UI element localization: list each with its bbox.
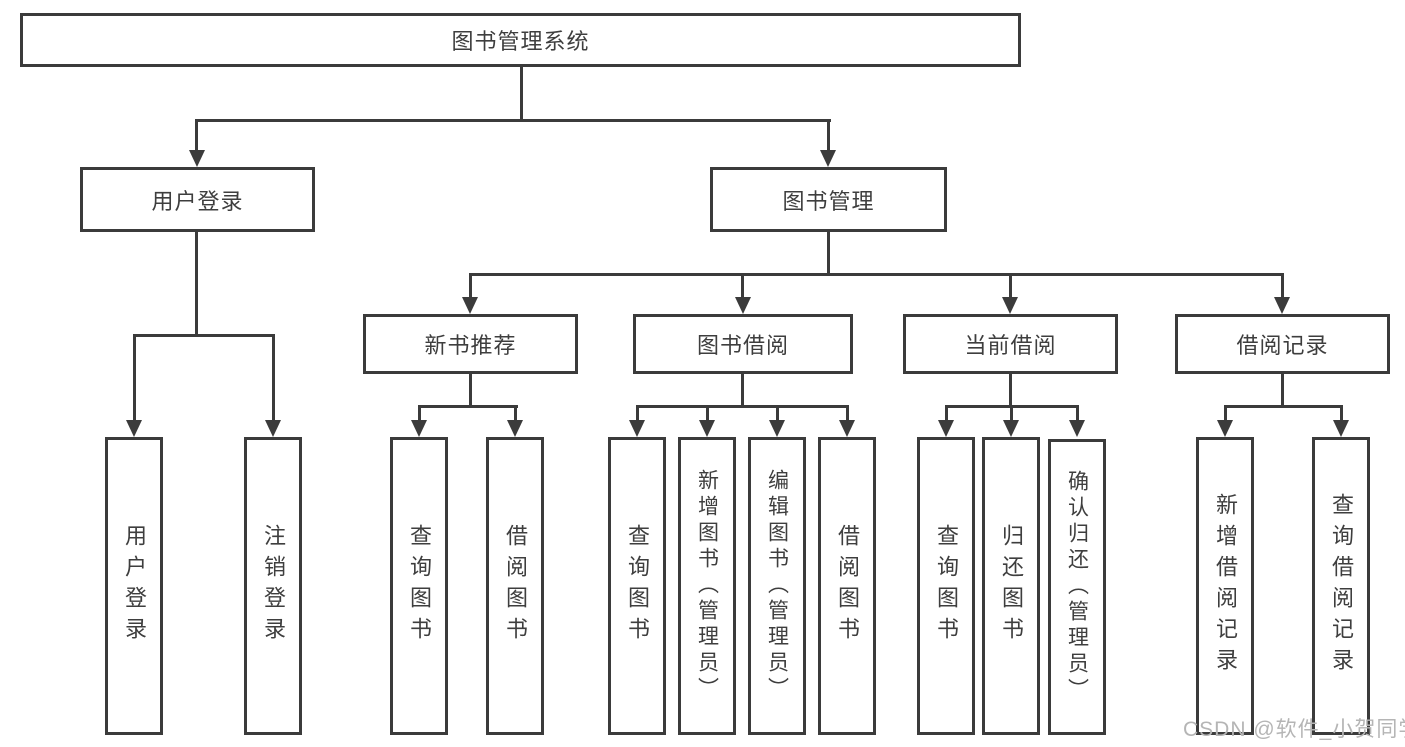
arrowhead-icon [1069,420,1085,437]
arrowhead-icon [699,420,715,437]
connector-line [133,334,275,337]
node-borrow-records: 借阅记录 [1175,314,1390,374]
connector-line [514,405,517,422]
leaf-logout: 注销登录 [244,437,302,735]
arrowhead-icon [126,420,142,437]
connector-line [272,334,275,422]
arrowhead-icon [1002,297,1018,314]
connector-line [133,334,136,422]
leaf-current-confirm-return-label: 确认归还（管理员） [1065,470,1089,704]
connector-line [418,405,518,408]
connector-line [469,273,1284,276]
connector-line [945,405,948,422]
connector-line [741,273,744,299]
connector-line [1010,405,1013,422]
node-user-login-label: 用户登录 [151,188,244,214]
connector-line [846,405,849,422]
leaf-recommend-query-books: 查询图书 [390,437,448,735]
arrowhead-icon [265,420,281,437]
connector-line [1224,405,1343,408]
leaf-current-return-books: 归还图书 [982,437,1040,735]
connector-line [1009,374,1012,408]
connector-line [636,405,849,408]
leaf-current-query-books: 查询图书 [917,437,975,735]
arrowhead-icon [769,420,785,437]
connector-line [520,66,523,121]
connector-line [1076,405,1079,422]
leaf-borrow-borrow-books-label: 借阅图书 [835,524,860,648]
leaf-records-add-record: 新增借阅记录 [1196,437,1254,735]
node-current-borrow-label: 当前借阅 [964,333,1057,358]
leaf-records-query-record: 查询借阅记录 [1312,437,1370,735]
connector-line [706,405,709,422]
arrowhead-icon [1003,420,1019,437]
leaf-logout-label: 注销登录 [261,524,286,648]
leaf-current-return-books-label: 归还图书 [999,524,1024,648]
node-book-borrow: 图书借阅 [633,314,853,374]
leaf-records-query-record-label: 查询借阅记录 [1329,493,1354,679]
arrowhead-icon [820,150,836,167]
connector-line [195,119,831,122]
arrowhead-icon [629,420,645,437]
connector-line [636,405,639,422]
arrowhead-icon [1333,420,1349,437]
connector-line [1281,273,1284,299]
leaf-recommend-borrow-books-label: 借阅图书 [503,524,528,648]
node-book-borrow-label: 图书借阅 [696,333,789,358]
arrowhead-icon [735,297,751,314]
leaf-borrow-edit-books: 编辑图书（管理员） [748,437,806,735]
arrowhead-icon [1217,420,1233,437]
node-book-management-label: 图书管理 [782,188,875,214]
node-user-login: 用户登录 [80,167,315,232]
arrowhead-icon [411,420,427,437]
node-borrow-records-label: 借阅记录 [1236,333,1329,358]
leaf-records-add-record-label: 新增借阅记录 [1213,493,1238,679]
leaf-borrow-add-books-label: 新增图书（管理员） [695,469,719,703]
node-current-borrow: 当前借阅 [903,314,1118,374]
connector-line [1281,374,1284,408]
node-root-label: 图书管理系统 [451,29,590,54]
node-new-book-recommend: 新书推荐 [363,314,578,374]
connector-line [827,119,830,153]
leaf-borrow-edit-books-label: 编辑图书（管理员） [765,469,789,703]
leaf-recommend-borrow-books: 借阅图书 [486,437,544,735]
leaf-user-login-label: 用户登录 [122,524,147,648]
arrowhead-icon [189,150,205,167]
csdn-watermark: CSDN @软件_小贺同学 [1183,718,1405,741]
leaf-current-confirm-return: 确认归还（管理员） [1048,439,1106,735]
node-book-management: 图书管理 [710,167,947,232]
arrowhead-icon [839,420,855,437]
leaf-user-login: 用户登录 [105,437,163,735]
connector-line [776,405,779,422]
node-root: 图书管理系统 [20,13,1021,67]
connector-line [195,119,198,153]
connector-line [827,232,830,276]
leaf-recommend-query-books-label: 查询图书 [407,524,432,648]
connector-line [741,374,744,408]
arrowhead-icon [938,420,954,437]
connector-line [1340,405,1343,422]
arrowhead-icon [462,297,478,314]
leaf-current-query-books-label: 查询图书 [934,524,959,648]
leaf-borrow-query-books: 查询图书 [608,437,666,735]
arrowhead-icon [1274,297,1290,314]
leaf-borrow-add-books: 新增图书（管理员） [678,437,736,735]
connector-line [469,374,472,408]
connector-line [1224,405,1227,422]
leaf-borrow-query-books-label: 查询图书 [625,524,650,648]
connector-line [195,232,198,337]
arrowhead-icon [507,420,523,437]
node-new-book-recommend-label: 新书推荐 [424,333,517,358]
connector-line [469,273,472,299]
leaf-borrow-borrow-books: 借阅图书 [818,437,876,735]
connector-line [1009,273,1012,299]
connector-line [418,405,421,422]
